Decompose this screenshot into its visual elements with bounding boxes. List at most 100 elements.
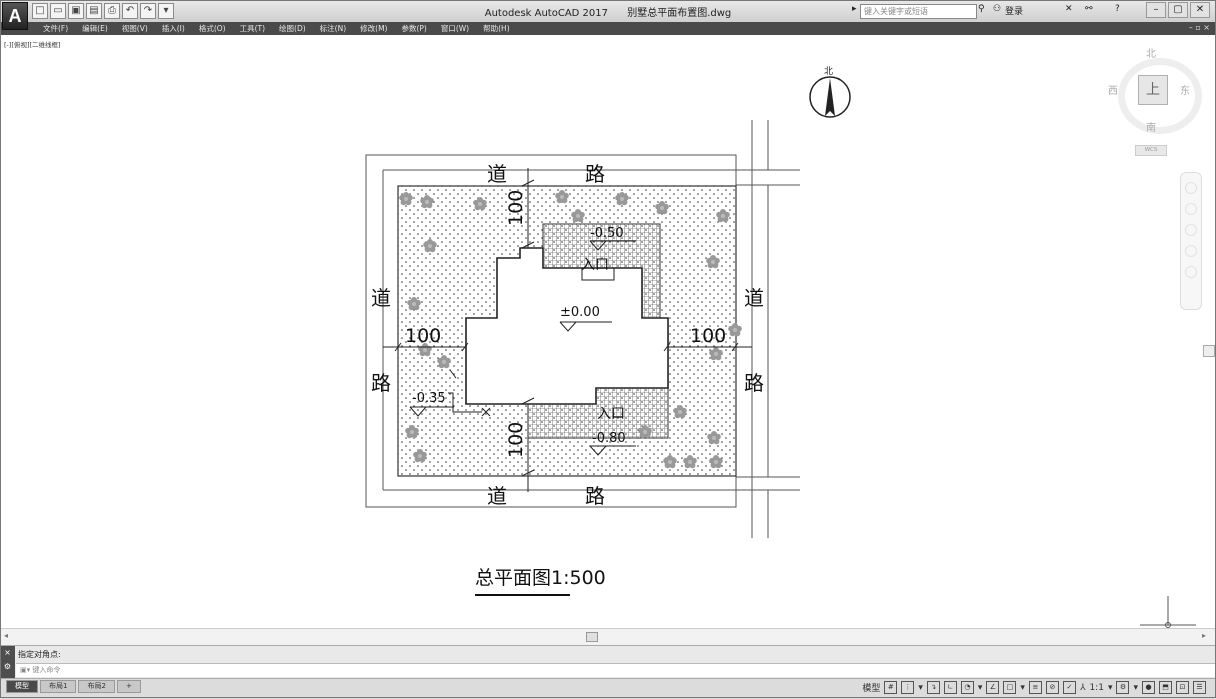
showmotion-icon[interactable] <box>1185 266 1197 278</box>
command-input[interactable]: ▣▾ 键入命令 <box>16 663 1216 677</box>
minimize-button[interactable]: – <box>1146 2 1166 18</box>
close-button[interactable]: ✕ <box>1190 2 1210 18</box>
pan-icon[interactable] <box>1185 203 1197 215</box>
close-icon[interactable]: × <box>4 648 11 657</box>
road-label-right-1: 道 <box>744 286 764 310</box>
menu-parametric[interactable]: 参数(P) <box>401 24 427 33</box>
annotation-scale-icon[interactable]: ⅄ <box>1079 682 1086 693</box>
menu-edit[interactable]: 编辑(E) <box>82 24 108 33</box>
viewcube[interactable]: 上 北 南 东 西 WCS <box>1100 40 1210 160</box>
search-input[interactable]: 键入关键字或短语 <box>860 4 977 19</box>
user-icon[interactable]: ⚇ <box>993 4 1002 14</box>
menu-tools[interactable]: 工具(T) <box>239 24 266 33</box>
command-window-handle[interactable]: × ⚙ <box>0 646 15 679</box>
menu-modify[interactable]: 修改(M) <box>360 24 388 33</box>
dimension-text-right: 100 <box>690 325 727 347</box>
grid-icon[interactable]: # <box>884 681 898 694</box>
steering-wheel-icon[interactable] <box>1185 182 1197 194</box>
scroll-left-icon[interactable]: ◂ <box>4 631 9 640</box>
dynamic-input-icon[interactable]: ↴ <box>926 681 940 694</box>
menu-window[interactable]: 窗口(W) <box>440 24 470 33</box>
hardware-acceleration-icon[interactable]: ⬒ <box>1159 681 1172 694</box>
app-menu-button[interactable]: A <box>2 2 28 30</box>
vertical-scrollbar-thumb[interactable] <box>1203 345 1215 357</box>
road-label-left-1: 道 <box>371 286 391 310</box>
road-label-bottom-2: 路 <box>585 484 605 508</box>
wrench-icon[interactable]: ⚙ <box>3 662 12 671</box>
scroll-right-icon[interactable]: ▸ <box>1202 631 1207 640</box>
navigation-bar[interactable] <box>1180 172 1202 310</box>
viewcube-west[interactable]: 西 <box>1108 86 1118 97</box>
redo-icon[interactable]: ↷ <box>140 3 156 19</box>
a360-icon[interactable]: ⚯ <box>1085 4 1093 14</box>
command-history: 指定对角点: <box>18 650 61 659</box>
snap-dropdown-icon[interactable]: ▾ <box>918 682 923 693</box>
login-button[interactable]: 登录 <box>1005 7 1024 17</box>
search-icon[interactable]: ⚲ <box>978 4 985 14</box>
road-lines <box>365 120 800 538</box>
menu-file[interactable]: 文件(F) <box>43 24 69 33</box>
viewport-controls-label[interactable]: [-][俯视][二维线框] <box>4 41 61 49</box>
dimension-text-bottom: 100 <box>505 421 527 458</box>
menu-dimension[interactable]: 标注(N) <box>319 24 347 33</box>
add-layout-button[interactable]: + <box>116 680 141 693</box>
clean-screen-icon[interactable]: ⊡ <box>1176 681 1189 694</box>
maximize-button[interactable]: ▢ <box>1168 2 1188 18</box>
qat-dropdown-icon[interactable]: ▾ <box>158 3 174 19</box>
annotation-icon[interactable]: ✓ <box>1062 681 1076 694</box>
lineweight-icon[interactable]: ≡ <box>1028 681 1042 694</box>
viewcube-top-face[interactable]: 上 <box>1138 75 1168 105</box>
menu-help[interactable]: 帮助(H) <box>483 24 510 33</box>
menu-bar: 文件(F) 编辑(E) 视图(V) 插入(I) 格式(O) 工具(T) 绘图(D… <box>0 22 1216 35</box>
print-icon[interactable]: ⎙ <box>104 3 120 19</box>
workspace-dropdown-icon[interactable]: ▾ <box>1133 682 1138 693</box>
scale-dropdown-icon[interactable]: ▾ <box>1107 682 1113 693</box>
tab-model[interactable]: 模型 <box>6 680 38 693</box>
horizontal-scrollbar[interactable]: ◂ ▸ <box>0 628 1216 645</box>
model-space-button[interactable]: 模型 <box>862 684 881 694</box>
orbit-icon[interactable] <box>1185 245 1197 257</box>
save-icon[interactable]: ▣ <box>68 3 84 19</box>
document-window-controls[interactable]: – ▫ × <box>1188 23 1210 32</box>
road-label-top-2: 路 <box>585 162 605 186</box>
viewcube-east[interactable]: 东 <box>1180 86 1190 97</box>
customization-menu-icon[interactable]: ☰ <box>1193 681 1206 694</box>
object-snap-icon[interactable]: □ <box>1003 681 1017 694</box>
menu-insert[interactable]: 插入(I) <box>161 24 185 33</box>
wcs-menu-button[interactable]: WCS <box>1135 145 1167 156</box>
horizontal-scrollbar-thumb[interactable] <box>586 632 598 642</box>
viewcube-north[interactable]: 北 <box>1146 49 1156 60</box>
zoom-icon[interactable] <box>1185 224 1197 236</box>
snap-icon[interactable]: ⋮ <box>901 681 915 694</box>
viewcube-south[interactable]: 南 <box>1146 123 1156 134</box>
transparency-icon[interactable]: ⊘ <box>1045 681 1059 694</box>
new-file-icon[interactable]: □ <box>32 3 48 19</box>
tab-layout1[interactable]: 布局1 <box>40 680 77 693</box>
search-toggle-icon[interactable]: ▸ <box>852 4 857 14</box>
menu-draw[interactable]: 绘图(D) <box>279 24 306 33</box>
annotation-scale-value[interactable]: 1:1 <box>1089 682 1104 693</box>
open-file-icon[interactable]: ▭ <box>50 3 66 19</box>
save-as-icon[interactable]: ▤ <box>86 3 102 19</box>
viewcube-compass-ring[interactable] <box>1118 58 1202 134</box>
isolate-objects-icon[interactable]: ● <box>1142 681 1155 694</box>
undo-icon[interactable]: ↶ <box>122 3 138 19</box>
menu-view[interactable]: 视图(V) <box>121 24 148 33</box>
title-underline <box>475 594 570 596</box>
elevation-markers <box>409 240 636 456</box>
menu-format[interactable]: 格式(O) <box>198 24 226 33</box>
command-prompt-icon[interactable]: ▣▾ <box>20 666 33 674</box>
dimension-text-top: 100 <box>505 189 527 226</box>
ucs-icon <box>1140 596 1196 628</box>
polar-dropdown-icon[interactable]: ▾ <box>977 682 983 693</box>
isometric-icon[interactable]: ∠ <box>986 681 1000 694</box>
osnap-dropdown-icon[interactable]: ▾ <box>1020 682 1025 693</box>
workspace-gear-icon[interactable]: ⚙ <box>1116 681 1130 694</box>
entry-label-bottom: 入口 <box>597 406 625 422</box>
help-icon[interactable]: ? <box>1115 4 1120 14</box>
ortho-icon[interactable]: ∟ <box>943 681 957 694</box>
polar-tracking-icon[interactable]: ◔ <box>960 681 974 694</box>
exchange-icon[interactable]: ✕ <box>1065 4 1073 14</box>
tab-layout2[interactable]: 布局2 <box>78 680 115 693</box>
